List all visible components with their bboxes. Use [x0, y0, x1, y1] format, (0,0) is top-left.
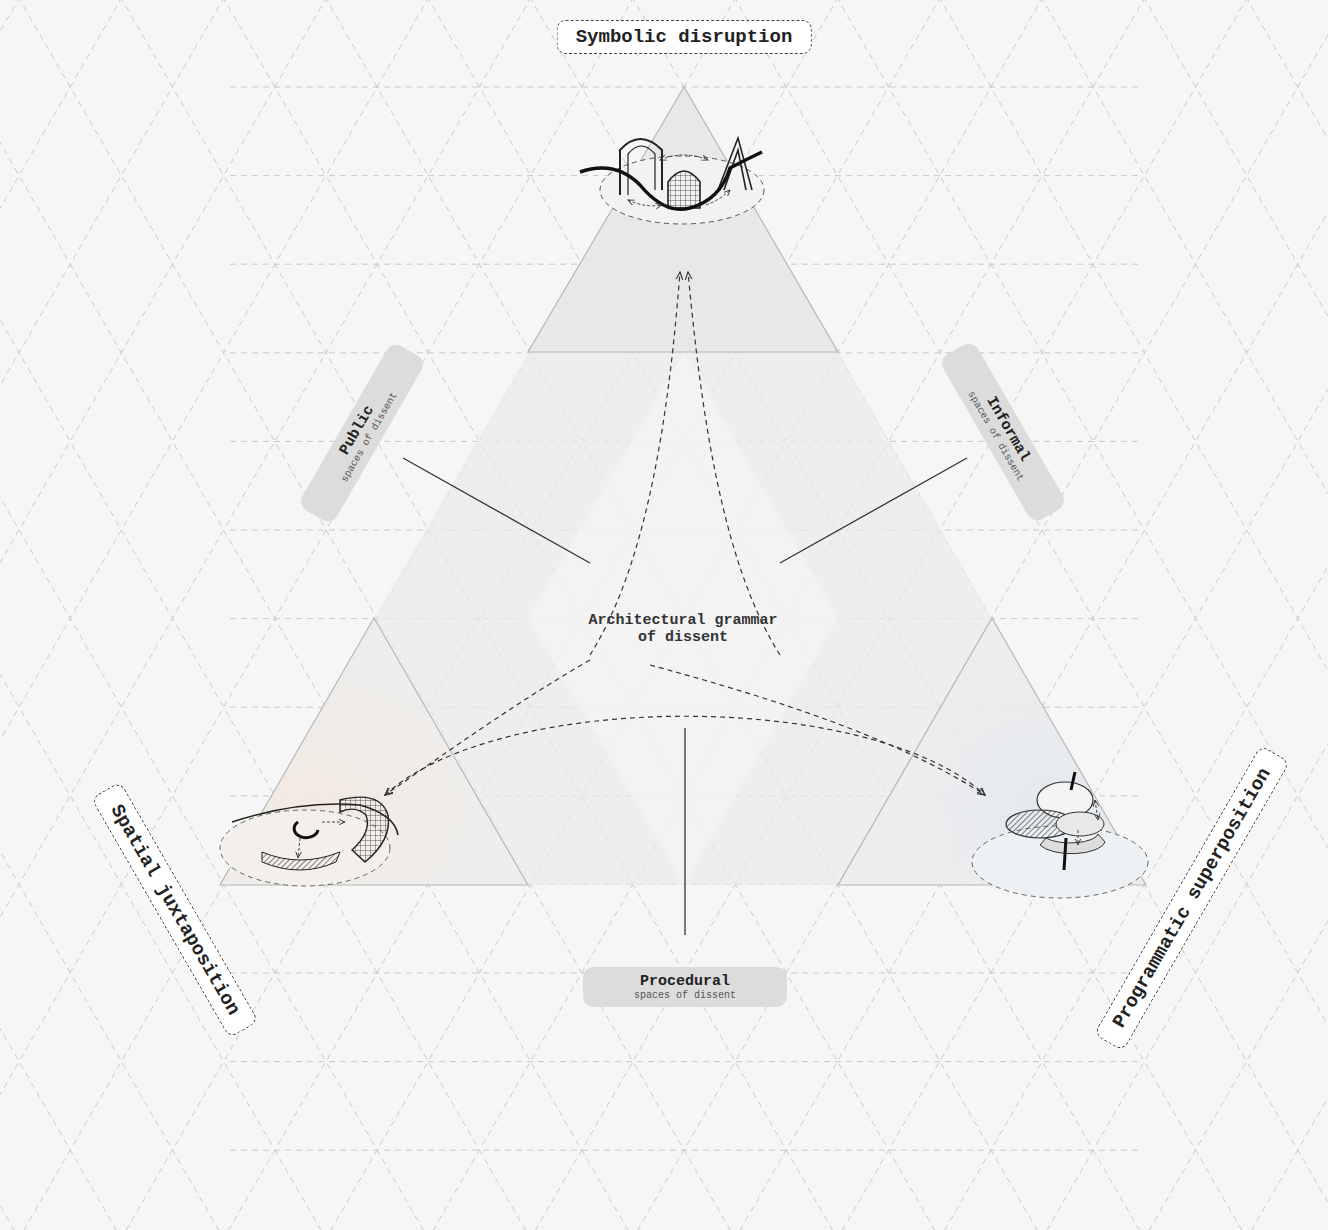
box-heading: Symbolic disruption: [576, 26, 793, 48]
title-tag: Symbolic disruption: [557, 20, 812, 54]
grid-line: [230, 1150, 1140, 1151]
grid-line: [1125, 0, 1328, 1230]
grid-line: [1014, 0, 1328, 1230]
box-subtitle: spaces of dissent: [603, 990, 767, 1001]
box-heading: Programmatic superposition: [1108, 764, 1275, 1032]
grid-line: [400, 0, 1266, 1230]
grid-line: [0, 0, 39, 1230]
grid-line: [1321, 0, 1328, 1230]
leader-line: [403, 458, 967, 935]
grid-line: [0, 0, 141, 1230]
grid-line: [230, 87, 1140, 88]
arch-illustration: [580, 138, 764, 224]
grid-line: [1227, 0, 1328, 1230]
box-heading: Public: [312, 361, 402, 499]
grid-line: [0, 0, 243, 1230]
grid-line: [0, 0, 47, 1230]
principle-tag: Programmatic superposition: [1094, 745, 1291, 1052]
grid-line: [1116, 0, 1328, 1230]
box-heading: Procedural: [603, 973, 767, 990]
center-label: Architectural grammar of dissent: [578, 612, 788, 646]
swirl-illustration: [220, 797, 398, 886]
category-box: Proceduralspaces of dissent: [583, 967, 787, 1007]
flow-arrow: [385, 272, 985, 795]
corner-triangle: [220, 618, 528, 885]
corner-triangle: [528, 87, 838, 352]
box-subtitle: spaces of dissent: [327, 370, 412, 505]
grid-line: [0, 0, 346, 1230]
box-heading: Informal: [963, 360, 1053, 498]
stacked-plates-illustration: [972, 772, 1148, 898]
box-heading: Spatial juxtaposition: [106, 801, 245, 1019]
grid-line: [0, 0, 354, 1230]
principle-tag: Spatial juxtaposition: [91, 781, 259, 1038]
category-box: Informalspaces of dissent: [938, 340, 1068, 525]
grid-line: [1219, 0, 1328, 1230]
central-field: [220, 87, 1146, 885]
grid-line: [0, 0, 149, 1230]
grid-line: [0, 0, 252, 1230]
grid-line: [230, 1061, 1140, 1062]
center-title: Architectural grammar of dissent: [578, 612, 788, 646]
grid-line: [1022, 0, 1328, 1230]
